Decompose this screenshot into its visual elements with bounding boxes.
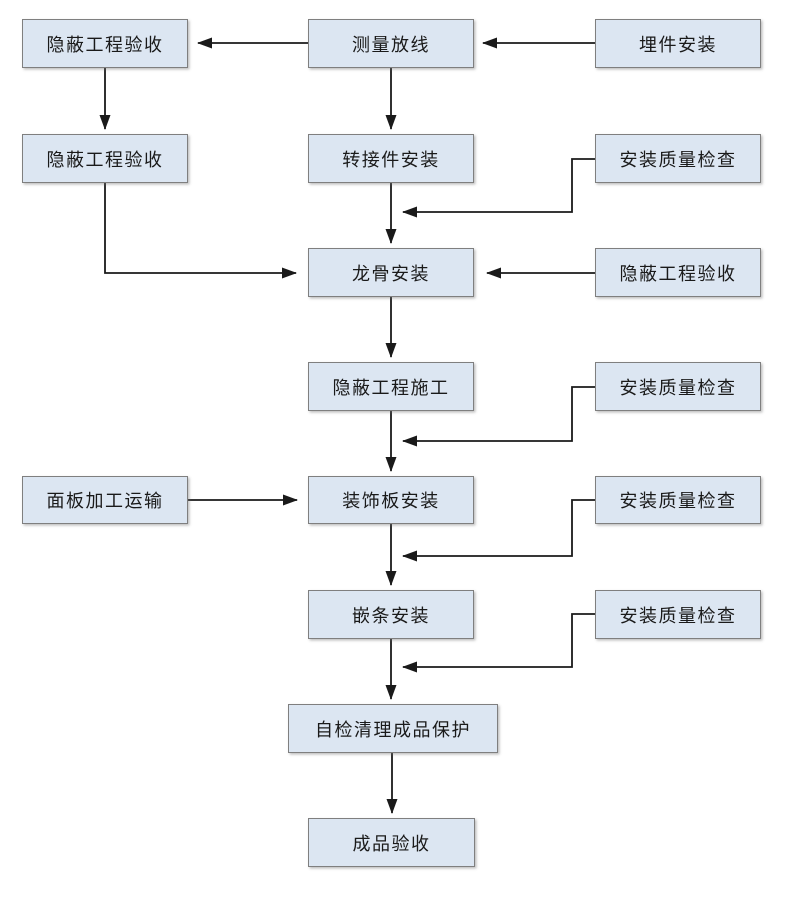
flow-node-label: 安装质量检查 [619, 149, 737, 170]
flow-edge-hidden2-elbow-keel [104, 183, 297, 279]
flow-node-embed-part-install: 埋件安装 [595, 19, 761, 68]
flow-node-finished-acceptance: 成品验收 [308, 818, 475, 867]
flow-node-label: 隐蔽工程施工 [332, 377, 450, 398]
flow-node-hidden-work-acceptance-3: 隐蔽工程验收 [595, 248, 761, 297]
flow-node-inlay-strip-install: 嵌条安装 [308, 590, 474, 639]
flow-node-adapter-install: 转接件安装 [308, 134, 474, 183]
flow-node-install-quality-check-1: 安装质量检查 [595, 134, 761, 183]
flow-node-label: 隐蔽工程验收 [46, 149, 164, 170]
flow-node-install-quality-check-3: 安装质量检查 [595, 476, 761, 524]
flow-node-label: 装饰板安装 [342, 491, 440, 511]
flow-node-panel-process-transport: 面板加工运输 [22, 476, 188, 524]
flow-node-label: 面板加工运输 [46, 491, 164, 511]
flow-node-hidden-work-acceptance-2: 隐蔽工程验收 [22, 134, 188, 183]
flow-node-install-quality-check-2: 安装质量检查 [595, 362, 761, 411]
flow-node-label: 隐蔽工程验收 [46, 34, 164, 55]
flow-node-label: 安装质量检查 [619, 605, 737, 626]
flow-node-label: 自检清理成品保护 [315, 719, 471, 740]
flow-node-label: 成品验收 [352, 833, 431, 854]
flow-node-label: 隐蔽工程验收 [619, 263, 737, 284]
flow-node-hidden-work-construction: 隐蔽工程施工 [308, 362, 474, 411]
flow-node-install-quality-check-4: 安装质量检查 [595, 590, 761, 639]
flow-node-label: 测量放线 [352, 34, 430, 55]
flow-node-hidden-work-acceptance-1: 隐蔽工程验收 [22, 19, 188, 68]
flow-node-label: 龙骨安装 [352, 263, 430, 284]
flow-node-deco-panel-install: 装饰板安装 [308, 476, 474, 524]
flow-node-label: 嵌条安装 [352, 605, 430, 626]
flow-node-label: 安装质量检查 [619, 491, 737, 511]
flow-node-label: 转接件安装 [342, 149, 440, 170]
flow-node-label: 安装质量检查 [619, 377, 737, 398]
flow-node-survey-layout: 测量放线 [308, 19, 474, 68]
flow-node-label: 埋件安装 [639, 34, 717, 55]
flow-node-keel-install: 龙骨安装 [308, 248, 474, 297]
flow-node-self-check-clean-protect: 自检清理成品保护 [288, 704, 498, 753]
